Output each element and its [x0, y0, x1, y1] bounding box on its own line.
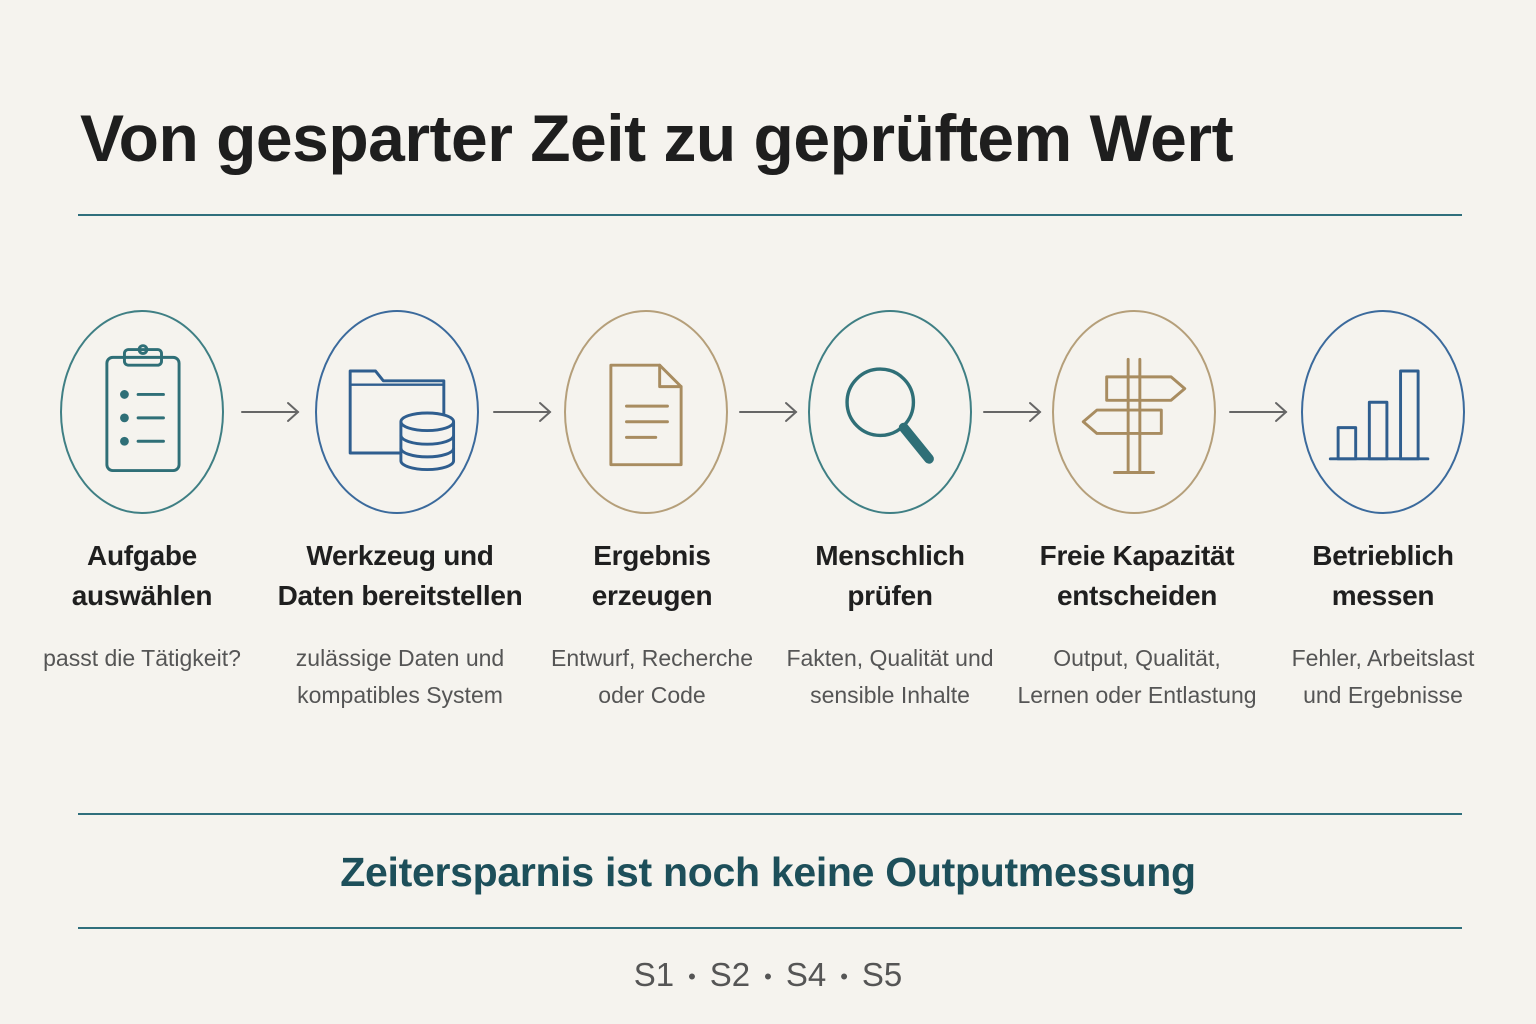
step-4-description: Fakten, Qualität und sensible Inhalte — [786, 645, 994, 708]
separator-dot: • — [840, 964, 848, 990]
document-icon — [609, 363, 683, 467]
step-2-circle — [315, 310, 479, 514]
source-ref: S5 — [861, 956, 903, 993]
step-1-description: passt die Tätigkeit? — [43, 645, 241, 671]
step-6-circle — [1301, 310, 1465, 514]
step-6-label: Betrieblich messen — [1312, 540, 1454, 611]
separator-dot: • — [688, 964, 696, 990]
magnifier-icon — [845, 367, 934, 464]
summary-divider-bottom — [78, 927, 1462, 929]
step-4-circle — [808, 310, 972, 514]
step-3-label: Ergebnis erzeugen — [591, 540, 713, 611]
source-ref: S4 — [785, 956, 827, 993]
step-5-circle — [1052, 310, 1216, 514]
step-1-circle — [60, 310, 224, 514]
step-3-circle — [564, 310, 728, 514]
page-title: Von gesparter Zeit zu geprüftem Wert — [80, 101, 1234, 175]
source-ref: S1 — [633, 956, 675, 993]
arrow-right-icon — [493, 402, 552, 422]
arrow-right-icon — [983, 402, 1042, 422]
step-5-description: Output, Qualität, Lernen oder Entlastung — [1017, 645, 1257, 708]
bar-chart-icon — [1328, 369, 1430, 461]
separator-dot: • — [764, 964, 772, 990]
summary-statement: Zeitersparnis ist noch keine Outputmessu… — [340, 849, 1196, 895]
step-6-description: Fehler, Arbeitslast und Ergebnisse — [1291, 645, 1475, 708]
arrow-right-icon — [739, 402, 798, 422]
step-3-description: Entwurf, Recherche oder Code — [551, 645, 753, 708]
step-5-label: Freie Kapazität entscheiden — [1039, 540, 1235, 611]
arrow-right-icon — [241, 402, 300, 422]
title-divider — [78, 214, 1462, 216]
summary-divider-top — [78, 813, 1462, 815]
source-ref: S2 — [709, 956, 751, 993]
folder-database-icon — [348, 369, 456, 472]
signpost-icon — [1081, 357, 1187, 474]
source-references: S1 • S2 • S4 • S5 — [0, 952, 1536, 1000]
step-2-label: Werkzeug und Daten bereitstellen — [277, 540, 523, 611]
step-2-description: zulässige Daten und kompatibles System — [295, 645, 505, 708]
step-1-label: Aufgabe auswählen — [71, 540, 213, 611]
clipboard-checklist-icon — [105, 344, 181, 473]
arrow-right-icon — [1229, 402, 1288, 422]
step-4-label: Menschlich prüfen — [815, 540, 965, 611]
